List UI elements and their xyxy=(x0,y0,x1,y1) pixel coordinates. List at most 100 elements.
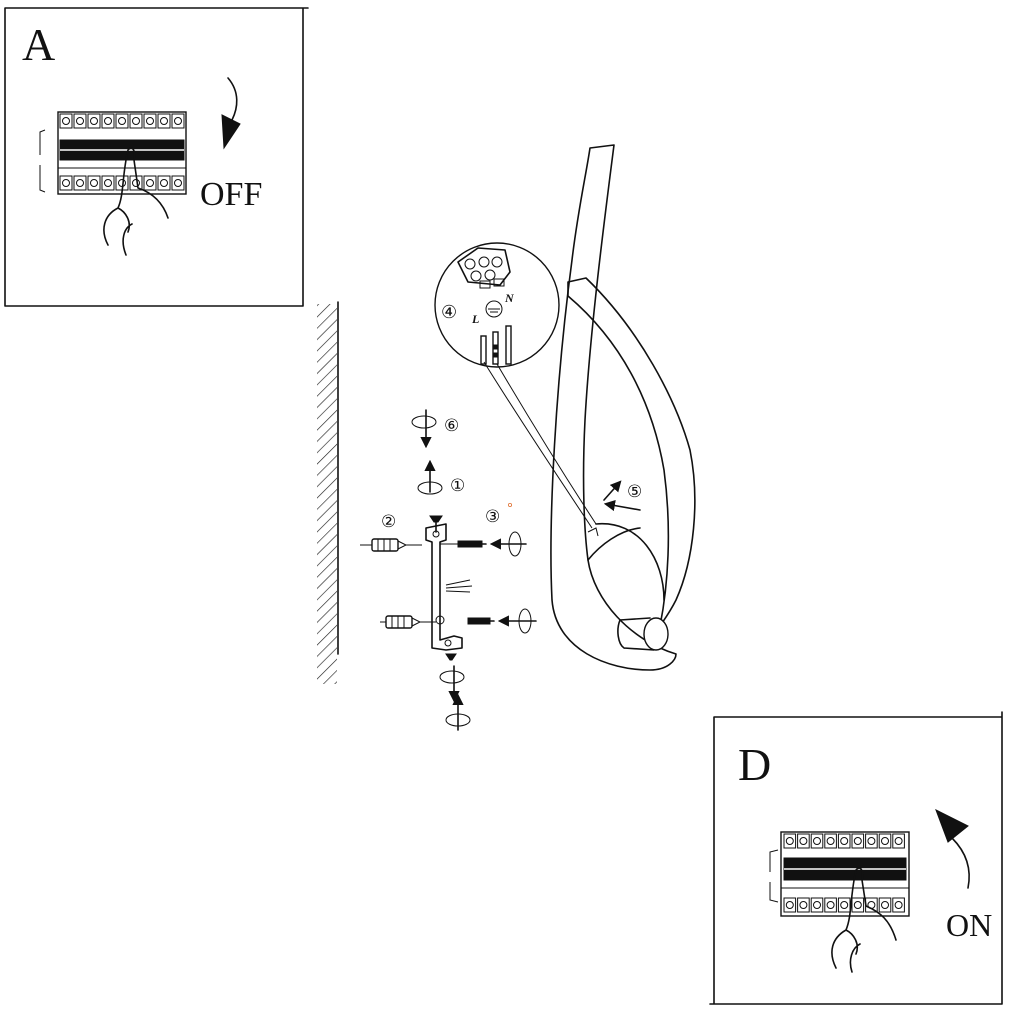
terminal-screw-icon xyxy=(867,837,876,845)
hand-icon xyxy=(103,147,169,256)
arrowhead-up-icon xyxy=(935,808,969,843)
breaker-screws-bottom xyxy=(59,175,185,191)
breaker-terminal xyxy=(892,833,905,849)
step-3-label: ③ xyxy=(485,507,500,526)
breaker-terminal xyxy=(87,175,101,191)
breaker-terminal xyxy=(129,113,143,129)
breaker-terminal xyxy=(851,833,865,849)
terminal-screw-icon xyxy=(881,837,889,845)
terminal-block-closeup: ④ L N xyxy=(434,242,560,368)
rotate-icon-step-3 xyxy=(489,531,527,557)
breaker-terminal xyxy=(143,113,157,129)
small-mark xyxy=(507,502,512,507)
rotate-icon-lower-right xyxy=(497,608,537,634)
step-5-label: ⑤ xyxy=(627,482,642,501)
breaker-terminal xyxy=(101,113,115,129)
lamp-head xyxy=(643,617,669,651)
terminal-screw-icon xyxy=(90,117,98,125)
terminal-screw-icon xyxy=(104,179,112,187)
panel-d: D ON xyxy=(709,711,1003,1005)
screw-top xyxy=(429,515,443,533)
terminal-screw-icon xyxy=(826,901,835,909)
breaker-terminal xyxy=(824,897,837,913)
breaker-terminal xyxy=(783,897,797,913)
panel-d-label: ON xyxy=(946,907,992,943)
terminal-screw-icon xyxy=(174,179,182,187)
breaker-terminal xyxy=(878,897,892,913)
breaker-terminal xyxy=(59,175,73,191)
rotate-icon-step-6 xyxy=(411,409,437,449)
breaker-terminal xyxy=(87,113,101,129)
breaker-terminal xyxy=(797,897,810,913)
panel-a-letter: A xyxy=(22,19,55,70)
live-label: L xyxy=(471,312,479,326)
wall-hatching xyxy=(317,304,337,684)
rotate-arrow-down xyxy=(227,77,238,121)
breaker-terminal xyxy=(810,833,824,849)
terminal-screw-icon xyxy=(826,837,835,845)
terminal-screw-icon xyxy=(853,901,862,909)
breaker-terminal xyxy=(851,897,865,913)
terminal-screw-icon xyxy=(813,837,821,845)
breaker-panel-d xyxy=(769,831,910,917)
wall-anchor-upper xyxy=(360,538,422,552)
terminal-screw-icon xyxy=(118,117,126,125)
lamp-wall-canopy xyxy=(587,523,665,601)
screw-right-upper xyxy=(440,540,487,548)
breaker-terminal xyxy=(143,175,157,191)
step-1-label: ① xyxy=(450,476,465,495)
rotate-icon-bottom-2 xyxy=(445,693,471,731)
terminal-screw-icon xyxy=(146,117,154,125)
breaker-terminal xyxy=(837,833,851,849)
attach-arrows-step-5 xyxy=(603,480,641,512)
breaker-terminal xyxy=(157,113,171,129)
terminal-screw-icon xyxy=(840,837,849,845)
terminal-screw-icon xyxy=(881,901,889,909)
screw-right-lower xyxy=(467,617,495,625)
breaker-terminal xyxy=(810,897,824,913)
wires xyxy=(483,361,593,529)
terminal-screw-icon xyxy=(174,117,182,125)
breaker-terminal xyxy=(171,113,185,129)
breaker-terminal xyxy=(73,175,87,191)
breaker-terminal xyxy=(878,833,892,849)
terminal-screw-icon xyxy=(76,117,84,125)
arrowhead-down-icon xyxy=(221,114,241,150)
breaker-terminal xyxy=(824,833,837,849)
terminal-screw-icon xyxy=(894,837,903,845)
panel-d-letter: D xyxy=(738,739,771,790)
terminal-screw-icon xyxy=(132,117,140,125)
terminal-screw-icon xyxy=(160,179,168,187)
terminal-screw-icon xyxy=(160,117,168,125)
terminal-screw-icon xyxy=(799,837,808,845)
breaker-terminal xyxy=(892,897,905,913)
terminal-screw-icon xyxy=(104,117,112,125)
breaker-terminal xyxy=(865,833,878,849)
breaker-terminal xyxy=(115,113,129,129)
terminal-screw-icon xyxy=(799,901,808,909)
terminal-screw-icon xyxy=(785,837,794,845)
breaker-terminal xyxy=(783,833,797,849)
step-6-label: ⑥ xyxy=(444,416,459,435)
hand-icon-d xyxy=(831,867,897,973)
panel-a-label: OFF xyxy=(200,176,262,213)
step-2-label: ② xyxy=(381,512,396,531)
rotate-icon-step-1 xyxy=(417,459,443,495)
panel-a: A OFF xyxy=(4,7,309,307)
rotate-arrow-up xyxy=(951,837,970,889)
ground-icon xyxy=(485,300,503,318)
lamp-back-arm xyxy=(567,277,696,627)
breaker-terminal xyxy=(171,175,185,191)
neutral-label: N xyxy=(504,291,515,305)
breaker-terminal xyxy=(797,833,810,849)
breaker-terminal xyxy=(157,175,171,191)
terminal-screw-icon xyxy=(840,901,849,909)
step-4-label: ④ xyxy=(441,302,457,322)
rotate-icon-bottom-1 xyxy=(439,665,465,703)
terminal-screw-icon xyxy=(894,901,903,909)
breaker-terminal xyxy=(837,897,851,913)
terminal-screw-icon xyxy=(90,179,98,187)
mounting-bracket xyxy=(425,523,473,651)
terminal-screw-icon xyxy=(76,179,84,187)
